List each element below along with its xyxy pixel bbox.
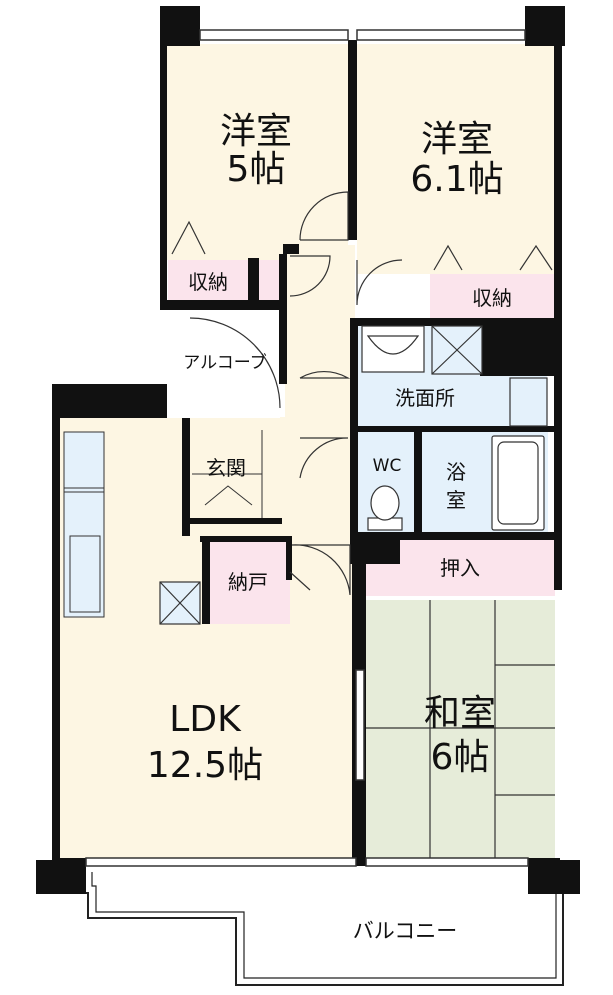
kitchen-sink-icon	[64, 487, 104, 613]
entrance-label: 玄関	[206, 456, 246, 480]
japanese-room-name: 和室	[423, 693, 496, 734]
washroom-label: 洗面所	[395, 386, 455, 410]
bath-label-1: 浴	[446, 460, 466, 484]
western-room-1-name: 洋室	[219, 111, 292, 152]
japanese-room-floor	[365, 600, 555, 860]
balcony-label: バルコニー	[352, 919, 458, 943]
ldk-name: LDK	[169, 699, 241, 740]
bath-label-2: 室	[446, 488, 466, 512]
oshiire-label: 押入	[440, 556, 480, 580]
closet-marks	[171, 220, 553, 271]
alcove-floor	[165, 312, 285, 417]
western-room-2-name: 洋室	[420, 119, 493, 160]
storage-2	[430, 274, 554, 318]
western-room-1-size: 5帖	[226, 149, 286, 190]
storage-2-label: 収納	[472, 286, 512, 310]
wash-basin-icon	[361, 325, 548, 427]
doors	[189, 191, 403, 596]
wc-label: WC	[372, 456, 402, 476]
western-room-2-floor	[357, 44, 554, 274]
alcove-label: アルコーブ	[183, 353, 267, 373]
tatami-lines	[365, 600, 555, 860]
refrigerator-icon	[159, 581, 201, 625]
closet-label: 納戸	[228, 570, 268, 594]
storage-1-label: 収納	[188, 270, 228, 294]
toilet-icon	[367, 485, 403, 531]
western-room-2-size: 6.1帖	[410, 159, 504, 200]
storage-1	[168, 260, 248, 302]
storage-small	[259, 260, 281, 302]
kitchen-counter	[63, 431, 105, 618]
bathtub-icon	[491, 435, 545, 531]
ldk-floor	[58, 418, 356, 864]
japanese-room-size: 6帖	[430, 737, 490, 778]
shoe-cabinet	[192, 430, 263, 518]
western-room-1-floor	[165, 44, 348, 260]
closet-floor	[210, 540, 290, 624]
ldk-size: 12.5帖	[146, 745, 264, 786]
windows	[85, 29, 529, 867]
